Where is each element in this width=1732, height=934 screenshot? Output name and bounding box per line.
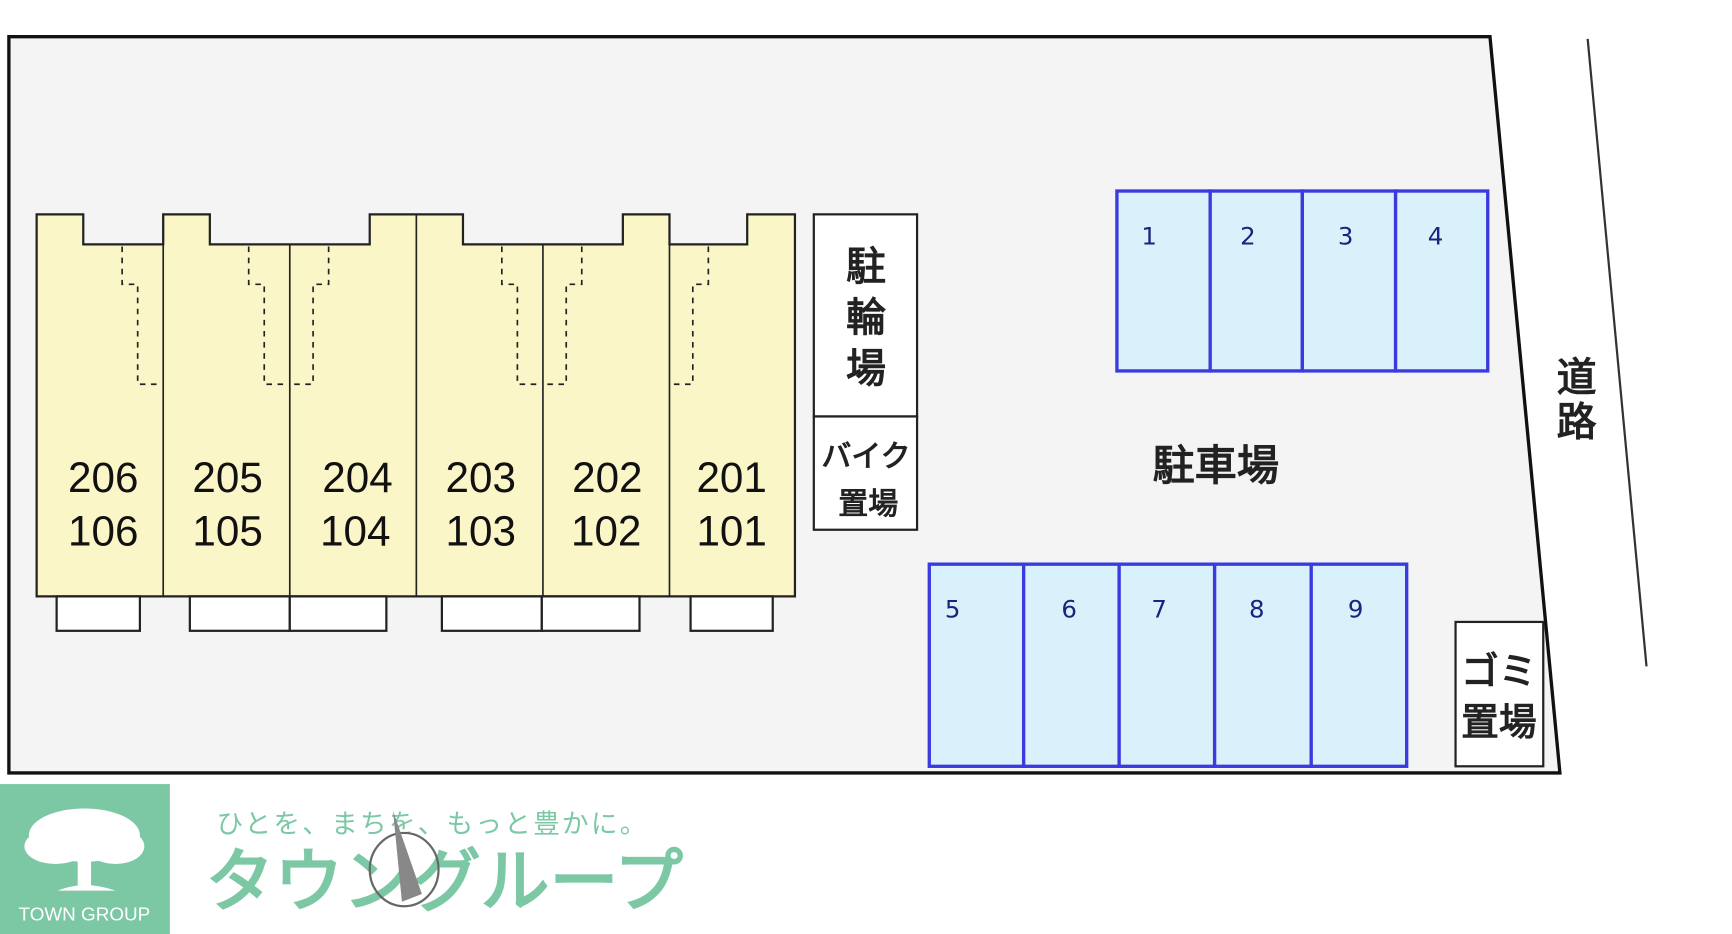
parking-number: 1 [1141, 221, 1157, 250]
unit-lower: 104 [320, 507, 390, 554]
logo-badge-text: TOWN GROUP [19, 904, 151, 925]
unit-upper: 201 [696, 454, 766, 501]
unit-lower: 106 [68, 507, 138, 554]
balcony [55, 595, 142, 632]
north-arrow-icon [368, 810, 440, 908]
parking-space [1208, 189, 1304, 373]
bike-parking-area [812, 415, 919, 531]
unit-lower: 101 [696, 507, 766, 554]
unit-upper: 204 [322, 454, 392, 501]
parking-lot-label: 駐車場 [1152, 441, 1279, 490]
garbage-area [1454, 620, 1545, 768]
parking-space [1021, 562, 1121, 768]
parking-number: 8 [1249, 594, 1265, 623]
parking-number: 9 [1348, 594, 1364, 623]
tree-icon [24, 808, 145, 891]
parking-space [1300, 189, 1398, 373]
garbage-label: ゴミ [1461, 649, 1536, 693]
bike-parking-label: 置場 [838, 487, 898, 522]
stair-outline [293, 246, 330, 386]
unit-upper: 206 [68, 454, 138, 501]
stair-outline [501, 246, 538, 386]
stair-outline [546, 246, 583, 386]
parking-number: 4 [1428, 221, 1444, 250]
unit-lower: 102 [571, 507, 641, 554]
unit-lower: 103 [446, 507, 516, 554]
stair-outline [672, 246, 710, 386]
bicycle-parking-area [812, 213, 919, 418]
road-edge [1586, 38, 1648, 667]
unit-upper: 203 [446, 454, 516, 501]
parking-space [1393, 189, 1490, 373]
parking-space [1115, 189, 1212, 373]
balcony [288, 595, 388, 632]
road-char: 道 [1557, 355, 1597, 401]
stair-outline [121, 246, 158, 386]
parking-space [1309, 562, 1409, 768]
parking-space [927, 562, 1026, 768]
balcony [540, 595, 641, 632]
bicycle-parking-char: 輪 [846, 295, 886, 341]
logo-name: タウングループ [205, 842, 683, 922]
balcony [689, 595, 774, 632]
parking-number: 7 [1151, 594, 1167, 623]
balcony [440, 595, 543, 632]
logo-tagline: ひとを、まちを、もっと豊かに。 [217, 809, 649, 840]
parking-space [1117, 562, 1217, 768]
unit-upper: 202 [572, 454, 642, 501]
stair-outline [247, 246, 285, 386]
bicycle-parking-char: 駐 [846, 244, 886, 290]
road-label: 道 路 [1557, 355, 1598, 445]
road-char: 路 [1557, 399, 1598, 445]
unit-upper: 205 [192, 454, 262, 501]
bike-parking-label: バイク [821, 439, 910, 474]
balcony [188, 595, 291, 632]
parking-number: 3 [1338, 221, 1354, 250]
bicycle-parking-char: 場 [846, 346, 886, 392]
unit-lower: 105 [192, 507, 262, 554]
parking-number: 6 [1061, 594, 1077, 623]
garbage-label: 置場 [1461, 700, 1536, 744]
parking-number: 5 [945, 594, 961, 623]
parking-number: 2 [1240, 221, 1256, 250]
parking-space [1212, 562, 1313, 768]
